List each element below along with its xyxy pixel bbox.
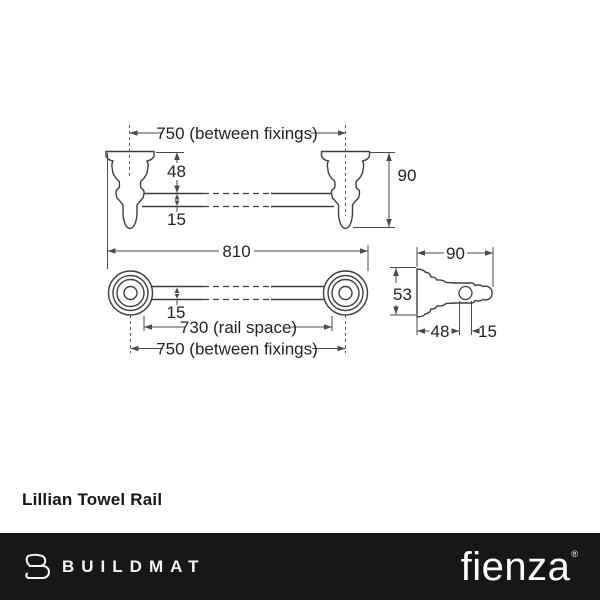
arrow-up-icon: [393, 268, 399, 276]
arrow-left-icon: [144, 324, 152, 330]
arrow-up-icon: [174, 287, 180, 293]
arrow-right-icon: [337, 345, 346, 352]
buildmat-wordmark: BUILDMAT: [62, 556, 206, 576]
arrow-left-icon: [130, 345, 139, 352]
dim-label-53: 53: [393, 285, 412, 304]
arrow-left-icon: [107, 248, 116, 254]
dim-90-side: 90: [416, 244, 494, 287]
elevation-view: 750 (between fixings) 48 15 90: [105, 124, 417, 230]
dim-label-750-bottom: 750 (between fixings): [156, 340, 318, 359]
technical-drawing: 750 (between fixings) 48 15 90: [105, 124, 497, 359]
elevation-centerlines: [129, 125, 346, 216]
dim-48-15-side: 48 15: [416, 301, 497, 341]
dim-label-750-top: 750 (between fixings): [156, 124, 318, 143]
arrow-right-icon: [360, 248, 368, 254]
front-centerlines: [130, 315, 346, 353]
rail-elevation: [142, 192, 334, 208]
arrow-down-icon: [174, 185, 180, 193]
left-mount: [107, 270, 154, 316]
footer-bar: BUILDMAT fienza ®: [0, 533, 600, 600]
dim-750-bottom: 750 (between fixings): [130, 340, 346, 359]
arrow-left-icon: [417, 328, 425, 334]
dim-15-front: 15: [167, 287, 186, 322]
dim-15-elevation: 15: [167, 194, 186, 229]
dim-750-top: 750 (between fixings): [129, 124, 346, 143]
buildmat-brand: BUILDMAT: [22, 552, 206, 582]
arrow-right-icon: [451, 328, 460, 334]
dim-label-90-elevation: 90: [398, 166, 417, 185]
dim-label-48-side: 48: [431, 322, 450, 341]
dim-label-15-side: 15: [478, 322, 497, 341]
arrow-up-icon: [386, 153, 392, 161]
dim-label-15-front: 15: [167, 303, 186, 322]
arrow-down-icon: [174, 294, 180, 299]
arrow-left-icon: [417, 250, 425, 256]
dim-730: 730 (rail space): [143, 316, 333, 337]
dim-label-810: 810: [222, 242, 250, 261]
dim-label-730: 730 (rail space): [180, 318, 297, 337]
dim-label-15-elevation: 15: [167, 210, 186, 229]
left-bracket: [105, 150, 155, 230]
dim-810: 810: [107, 153, 369, 271]
fienza-brand: fienza ®: [461, 547, 578, 587]
arrow-down-icon: [174, 200, 180, 206]
dim-53: 53: [390, 267, 416, 316]
dim-label-48-elevation: 48: [167, 162, 186, 181]
arrow-down-icon: [386, 219, 392, 227]
arrow-right-icon: [485, 250, 493, 256]
arrow-left-icon: [471, 328, 480, 334]
arrow-left-icon: [129, 130, 138, 136]
right-mount: [322, 270, 369, 316]
dim-48-elevation: 48: [156, 152, 186, 193]
rail-cross-section: [458, 285, 473, 301]
side-view: 90 53 48 15: [390, 244, 497, 341]
dim-90-elevation: 90: [353, 152, 417, 228]
fienza-wordmark: fienza: [460, 544, 571, 589]
arrow-up-icon: [174, 194, 180, 200]
arrow-right-icon: [324, 324, 332, 330]
side-bracket-profile: [416, 268, 493, 318]
buildmat-logo-icon: [25, 553, 50, 579]
registered-trademark-icon: ®: [571, 548, 578, 559]
dim-label-90-side: 90: [446, 244, 465, 263]
arrow-up-icon: [174, 152, 180, 160]
front-view: 810 15 730 (rail space) 750 (between fix…: [107, 153, 369, 359]
arrow-down-icon: [393, 306, 399, 315]
product-title: Lillian Towel Rail: [22, 490, 163, 509]
arrow-right-icon: [338, 130, 346, 136]
